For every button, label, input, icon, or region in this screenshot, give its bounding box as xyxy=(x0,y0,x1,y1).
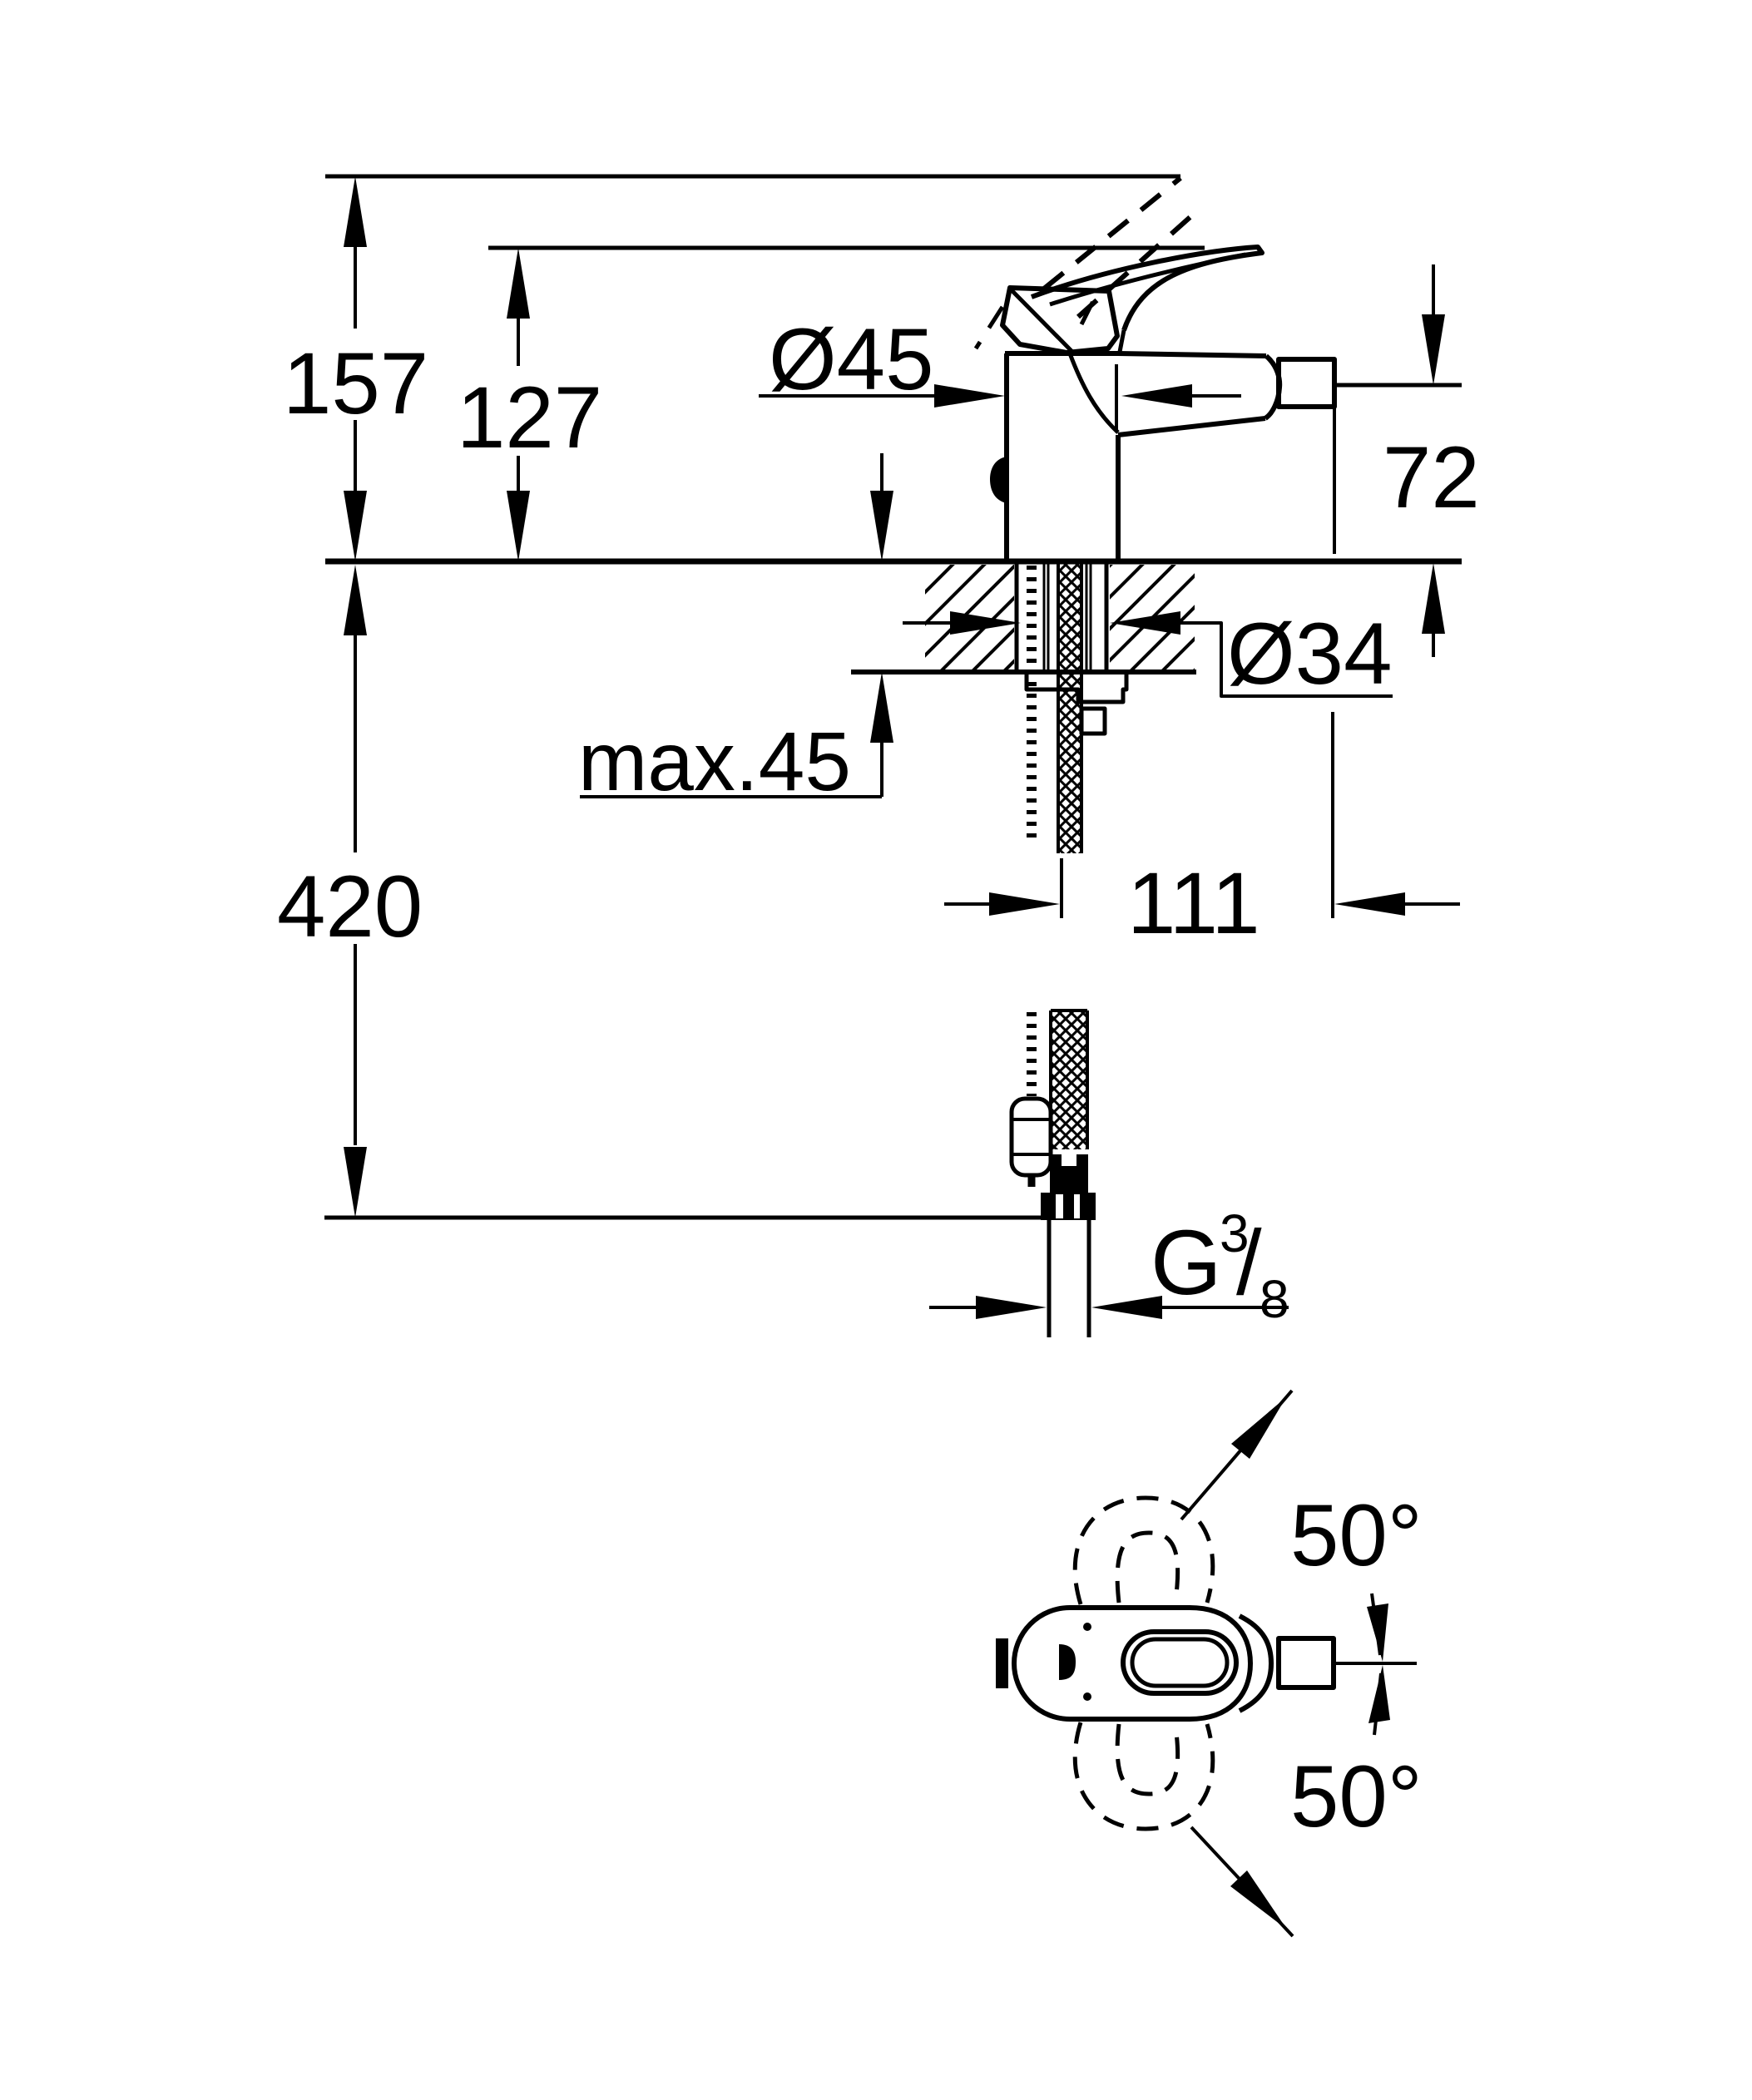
thread-label-slash: / xyxy=(1236,1212,1262,1314)
handle-ghost-upper xyxy=(1072,1495,1215,1605)
pop-up-knob xyxy=(990,457,1007,503)
angle-arrowhead xyxy=(1230,1870,1287,1930)
dim-label-420: 420 xyxy=(277,858,423,956)
thread-label-numerator: 3 xyxy=(1220,1203,1250,1263)
dimension-dia34: Ø34 xyxy=(903,605,1393,703)
lever-cap-crease xyxy=(1010,289,1074,353)
spout-arc-top-view xyxy=(1238,1613,1274,1713)
aerator-nozzle xyxy=(1276,357,1337,409)
screw-dot-top xyxy=(1083,1623,1091,1631)
angle-dimension-upper: 50° xyxy=(1180,1389,1423,1662)
plan-view: 50° 50° xyxy=(996,1389,1423,1938)
angle-arrowhead-to-centerline xyxy=(1367,1603,1388,1662)
dim-label-max45: max.45 xyxy=(578,715,851,808)
raised-lever-cap-dash-left xyxy=(973,305,1005,350)
dim-label-157: 157 xyxy=(283,335,428,432)
lever-cap xyxy=(1000,285,1120,355)
thread-label-denominator: 8 xyxy=(1260,1269,1289,1329)
nut-flat-highlight xyxy=(1056,1194,1063,1218)
arrowhead-down xyxy=(870,491,893,561)
dimension-127: 127 xyxy=(457,248,602,561)
raised-lever-bottom-line xyxy=(1076,205,1202,319)
hose-union-nut xyxy=(1041,1193,1096,1220)
arrowhead-right xyxy=(989,892,1060,916)
body-spout-divider xyxy=(1067,353,1120,434)
front-tab-top-view xyxy=(996,1638,1008,1688)
ghost-inner-arc xyxy=(1115,1723,1180,1796)
dim-label-dia34: Ø34 xyxy=(1227,605,1392,703)
arrowhead-up xyxy=(344,565,367,635)
pull-rod-knob xyxy=(1009,1096,1053,1178)
arrowhead-left xyxy=(1091,1296,1162,1319)
nut-flat-highlight xyxy=(1074,1194,1080,1218)
supply-hose-braid xyxy=(1058,563,1081,853)
angle-label-upper: 50° xyxy=(1290,1487,1423,1584)
reference-lines xyxy=(325,174,1462,674)
hose-detail-view xyxy=(1009,1009,1096,1337)
mounting-flange xyxy=(1024,672,1129,704)
angle-arrowhead-to-centerline xyxy=(1368,1665,1390,1723)
angle-label-lower: 50° xyxy=(1290,1748,1423,1846)
angle-arrowhead xyxy=(1231,1397,1286,1459)
sleeve-slot xyxy=(1062,1153,1076,1166)
nozzle-top-view xyxy=(1276,1636,1336,1690)
arrowhead-down xyxy=(344,491,367,561)
dimension-max45: max.45 xyxy=(578,453,893,808)
dim-label-111: 111 xyxy=(1127,855,1260,952)
spout-bottom-edge xyxy=(1117,416,1266,437)
spout-top-edge xyxy=(1117,351,1267,358)
hose-braid xyxy=(1051,1010,1087,1149)
handle-ghost-lower xyxy=(1072,1722,1215,1831)
shank-and-hoses xyxy=(1027,563,1092,853)
arrowhead-up xyxy=(1422,563,1445,634)
arrowhead-up xyxy=(870,672,893,743)
faucet-side-view xyxy=(973,175,1337,853)
angle-dimension-lower: 50° xyxy=(1190,1665,1423,1938)
arrowhead-left xyxy=(1334,892,1405,916)
ghost-inner-arc xyxy=(1115,1530,1180,1603)
arrowhead-left xyxy=(1121,384,1192,408)
dimension-dia45: Ø45 xyxy=(759,311,1241,432)
lever-blade-inner-line xyxy=(1049,252,1246,307)
mounting-screw-detail xyxy=(1079,706,1107,736)
lever-raised-dashed xyxy=(973,175,1202,350)
raised-lever-cap-dash-right xyxy=(1079,291,1100,326)
arrowhead-right xyxy=(934,384,1005,408)
arrowhead-right xyxy=(950,611,1021,635)
lever-outline-top-view xyxy=(1121,1629,1239,1696)
dim-label-127: 127 xyxy=(457,369,602,467)
dim-label-72: 72 xyxy=(1383,429,1480,526)
screw-dot-bottom xyxy=(1083,1692,1091,1701)
ghost-outer-arc xyxy=(1072,1722,1215,1831)
knob-top-view xyxy=(1059,1644,1076,1680)
ghost-outer-arc xyxy=(1072,1495,1215,1605)
dimension-g38: G 3 / 8 xyxy=(929,1203,1289,1329)
arrowhead-up xyxy=(507,248,530,319)
raised-lever-top-line xyxy=(1042,175,1182,291)
arrowhead-down xyxy=(344,1147,367,1218)
dimension-157: 157 xyxy=(283,176,428,561)
arrowhead-right xyxy=(976,1296,1047,1319)
arrowhead-down xyxy=(507,491,530,561)
dim-label-dia45: Ø45 xyxy=(769,311,933,408)
arrowhead-up xyxy=(344,176,367,247)
dimension-420: 420 xyxy=(277,565,1041,1220)
leader-line xyxy=(1180,621,1393,698)
lever-blade xyxy=(1030,245,1265,331)
arrowhead-down xyxy=(1422,314,1445,385)
body-outline-top-view xyxy=(1012,1605,1253,1722)
lever-inner-top-view xyxy=(1130,1637,1230,1688)
arrowhead-left xyxy=(1110,611,1180,635)
mounting-deck-section xyxy=(925,561,1195,736)
lever-blade-front-edge xyxy=(1117,329,1126,353)
thread-label-g: G xyxy=(1151,1212,1222,1314)
dimension-111: 111 xyxy=(944,712,1460,952)
dimension-72: 72 xyxy=(1383,264,1480,657)
